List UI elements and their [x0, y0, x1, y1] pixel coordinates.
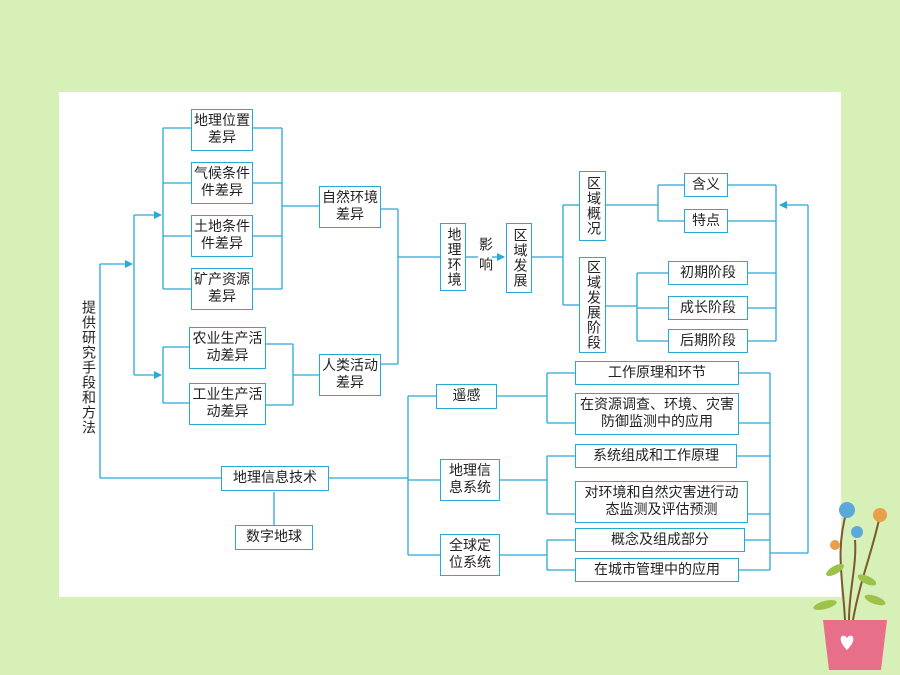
natural-item-land: 土地条件件差异: [191, 215, 253, 257]
human-summary: 人类活动差异: [319, 354, 381, 396]
stage-item-growth: 成长阶段: [668, 296, 748, 320]
influence-label: 影响: [477, 237, 493, 277]
overview-item-meaning: 含义: [684, 173, 728, 197]
geo-info-tech-box: 地理信息技术: [221, 466, 329, 491]
overview-item-features: 特点: [684, 209, 728, 233]
natural-summary: 自然环境差异: [319, 186, 381, 228]
overview-box: 区域概况: [579, 171, 606, 241]
rs-item-application: 在资源调查、环境、灾害防御监测中的应用: [575, 393, 739, 435]
root-label: 提供研究手段和方法: [80, 300, 96, 435]
gis-item-composition: 系统组成和工作原理: [575, 444, 737, 468]
human-item-agriculture: 农业生产活动差异: [189, 327, 266, 369]
gis-item-monitoring: 对环境和自然灾害进行动态监测及评估预测: [575, 481, 748, 523]
gps-box: 全球定位系统: [440, 534, 500, 576]
gis-box: 地理信息系统: [440, 459, 500, 501]
flower-pot-decoration: [813, 502, 887, 670]
stages-box: 区域发展阶段: [579, 257, 606, 353]
human-item-industry: 工业生产活动差异: [189, 383, 266, 425]
gps-item-application: 在城市管理中的应用: [575, 558, 739, 582]
natural-item-climate: 气候条件件差异: [191, 162, 253, 204]
regional-development-box: 区域发展: [506, 223, 532, 293]
gps-item-concept: 概念及组成部分: [575, 528, 745, 552]
natural-item-location: 地理位置差异: [191, 109, 253, 151]
geo-environment-box: 地理环境: [440, 223, 466, 291]
digital-earth-box: 数字地球: [235, 525, 313, 550]
rs-item-principle: 工作原理和环节: [575, 361, 739, 385]
natural-item-mineral: 矿产资源差异: [191, 268, 253, 310]
stage-item-early: 初期阶段: [668, 261, 748, 285]
remote-sensing-box: 遥感: [436, 384, 497, 409]
stage-item-late: 后期阶段: [668, 329, 748, 353]
